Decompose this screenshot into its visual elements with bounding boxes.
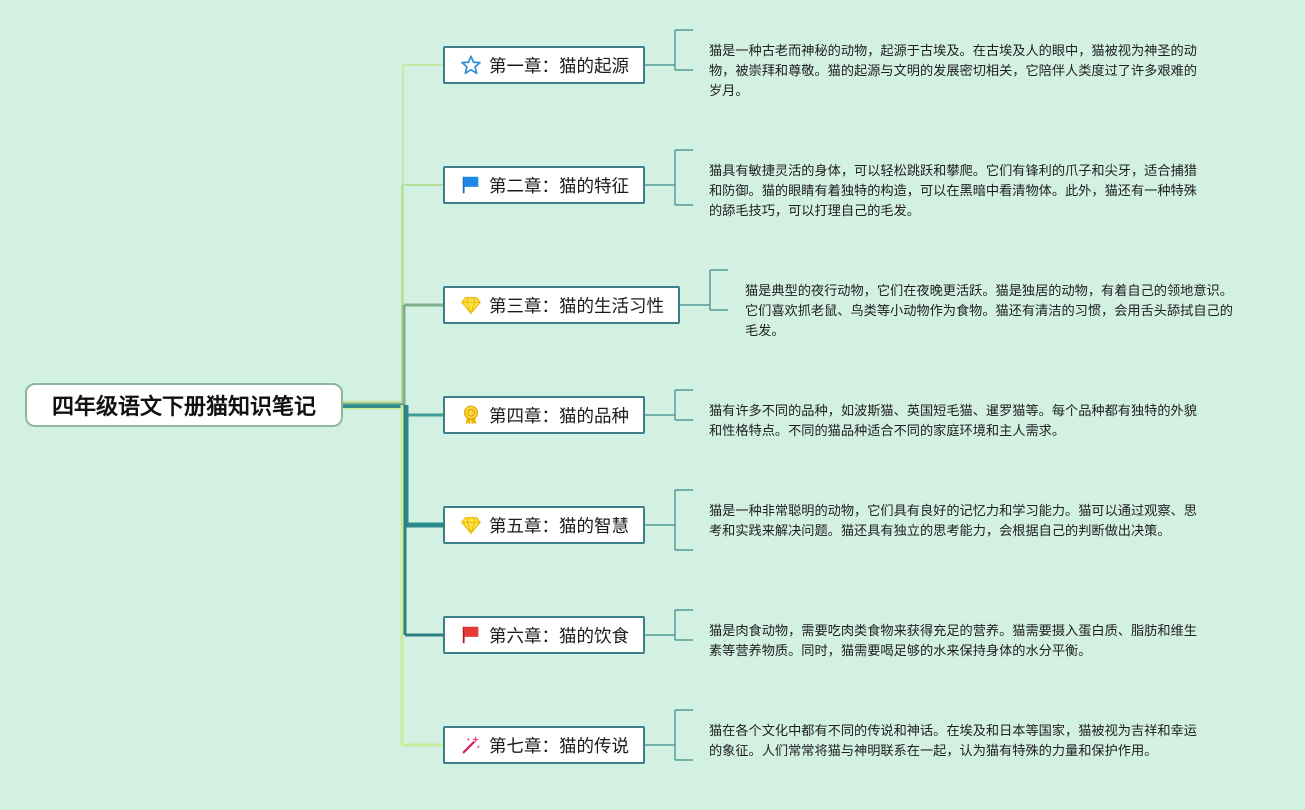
- chapter-3-note: 猫是典型的夜行动物，它们在夜晚更活跃。猫是独居的动物，有着自己的领地意识。它们喜…: [745, 284, 1233, 339]
- chapter-1-topic[interactable]: 第一章：猫的起源: [443, 46, 645, 84]
- chapter-3-topic[interactable]: 第三章：猫的生活习性: [443, 286, 680, 324]
- chapter-4-label: 第四章：猫的品种: [489, 406, 629, 427]
- chapter-7-label: 第七章：猫的传说: [489, 736, 629, 757]
- chapter-2-label: 第二章：猫的特征: [489, 176, 629, 197]
- blue-flag-icon: [459, 173, 483, 197]
- star-icon: [459, 53, 483, 77]
- medal-icon: [459, 403, 483, 427]
- chapter-4-note: 猫有许多不同的品种，如波斯猫、英国短毛猫、暹罗猫等。每个品种都有独特的外貌和性格…: [709, 404, 1197, 439]
- chapter-6-label: 第六章：猫的饮食: [489, 626, 629, 647]
- chapter-1-note: 猫是一种古老而神秘的动物，起源于古埃及。在古埃及人的眼中，猫被视为神圣的动物，被…: [709, 44, 1197, 99]
- chapter-5-note: 猫是一种非常聪明的动物，它们具有良好的记忆力和学习能力。猫可以通过观察、思考和实…: [709, 504, 1197, 539]
- chapter-3-label: 第三章：猫的生活习性: [489, 296, 664, 317]
- chapter-2-note: 猫具有敏捷灵活的身体，可以轻松跳跃和攀爬。它们有锋利的爪子和尖牙，适合捕猎和防御…: [709, 164, 1197, 219]
- chapter-7-topic[interactable]: 第七章：猫的传说: [443, 726, 645, 764]
- chapter-1-label: 第一章：猫的起源: [489, 56, 629, 77]
- root-topic[interactable]: 四年级语文下册猫知识笔记: [25, 383, 343, 427]
- chapter-5-topic[interactable]: 第五章：猫的智慧: [443, 506, 645, 544]
- magic-wand-icon: [459, 733, 483, 757]
- chapter-4-topic[interactable]: 第四章：猫的品种: [443, 396, 645, 434]
- chapter-6-note: 猫是肉食动物，需要吃肉类食物来获得充足的营养。猫需要摄入蛋白质、脂肪和维生素等营…: [709, 624, 1197, 659]
- chapter-5-label: 第五章：猫的智慧: [489, 516, 629, 537]
- chapter-6-topic[interactable]: 第六章：猫的饮食: [443, 616, 645, 654]
- red-flag-icon: [459, 623, 483, 647]
- diamond-icon: [459, 293, 483, 317]
- diamond-icon: [459, 513, 483, 537]
- chapter-7-note: 猫在各个文化中都有不同的传说和神话。在埃及和日本等国家，猫被视为吉祥和幸运的象征…: [709, 724, 1197, 759]
- chapter-2-topic[interactable]: 第二章：猫的特征: [443, 166, 645, 204]
- root-title: 四年级语文下册猫知识笔记: [51, 395, 316, 420]
